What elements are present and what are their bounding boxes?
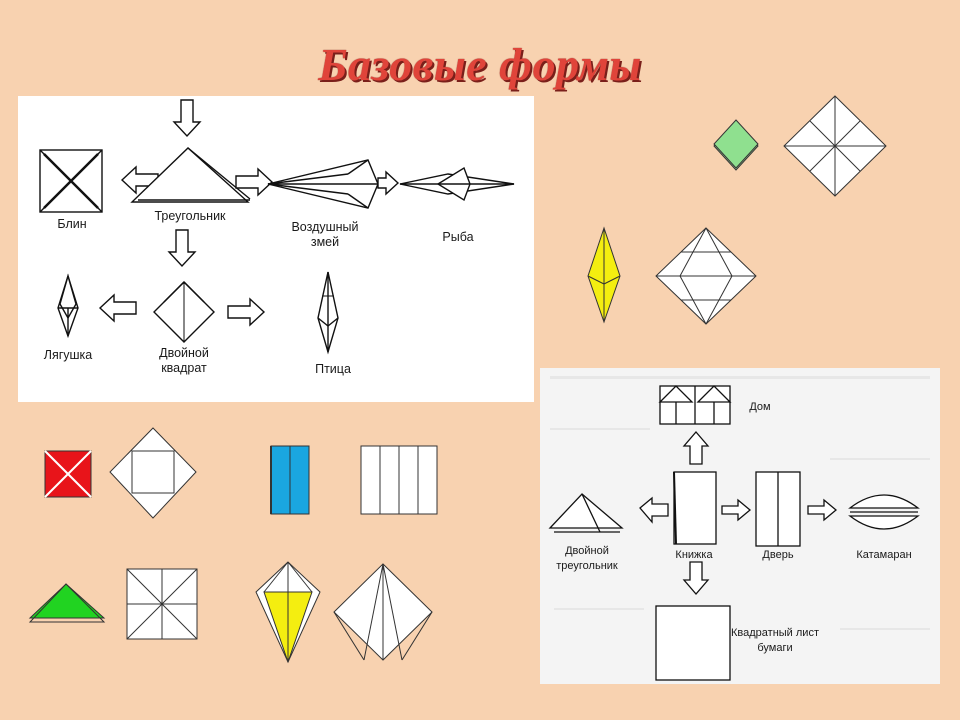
label-knizhka: Книжка bbox=[675, 549, 713, 561]
double-triangle-form bbox=[548, 493, 624, 533]
label-blin: Блин bbox=[57, 217, 87, 231]
blue-book-icon bbox=[270, 445, 310, 515]
label-dvoynoy-kvadrat: Двойной квадрат bbox=[159, 346, 209, 375]
door-form bbox=[755, 471, 801, 547]
square-sheet-form bbox=[655, 605, 731, 681]
arrow-down-icon bbox=[682, 561, 710, 595]
base-forms-diagram bbox=[39, 99, 515, 355]
blin-form bbox=[39, 149, 103, 213]
catamaran-form bbox=[848, 494, 920, 530]
label-vozdushny-zmey: Воздушный змей bbox=[291, 220, 359, 249]
label-ryba: Рыба bbox=[442, 230, 474, 244]
label-treugolnik: Треугольник bbox=[154, 209, 226, 223]
house-form bbox=[658, 385, 732, 425]
label-dver: Дверь bbox=[762, 549, 794, 561]
square-star-pattern bbox=[126, 568, 198, 640]
label-lyagushka: Лягушка bbox=[43, 348, 93, 362]
arrow-right-icon bbox=[721, 498, 752, 522]
bird-crease-pattern bbox=[655, 227, 757, 325]
double-square-form bbox=[153, 281, 215, 343]
fish-form bbox=[399, 166, 515, 202]
label-dvoynoy-treugolnik: Двойной треугольник bbox=[556, 545, 618, 572]
yellow-kite-icon bbox=[255, 561, 321, 664]
book-form bbox=[673, 471, 717, 545]
arrow-right-icon bbox=[377, 170, 400, 196]
rectangle-fold-pattern bbox=[360, 445, 438, 515]
label-ptitsa: Птица bbox=[315, 362, 351, 376]
label-kvadratny-list: Квадратный лист бумаги bbox=[731, 627, 819, 654]
green-square-icon bbox=[713, 119, 759, 171]
triangle-form bbox=[130, 147, 251, 203]
bird-form bbox=[317, 271, 339, 355]
arrow-right-icon bbox=[807, 498, 838, 522]
kite-form bbox=[267, 159, 379, 209]
base-forms-diagram-panel: Блин Треугольник Воздушный змей Рыба Ляг… bbox=[18, 96, 534, 402]
arrow-down-icon bbox=[172, 99, 202, 138]
arrow-left-icon bbox=[98, 293, 137, 323]
arrow-left-icon bbox=[639, 496, 669, 524]
label-dom: Дом bbox=[749, 401, 771, 413]
book-base-diagram-panel: Дом Двойной треугольник Книжка Дверь Кат… bbox=[540, 368, 940, 684]
kite-crease-pattern bbox=[333, 563, 433, 661]
arrow-down-icon bbox=[167, 229, 197, 268]
diamond-crease-pattern bbox=[783, 95, 887, 197]
label-katamaran: Катамаран bbox=[856, 549, 912, 561]
red-square-icon bbox=[44, 450, 92, 498]
arrow-right-icon bbox=[235, 167, 274, 197]
yellow-bird-base-icon bbox=[587, 226, 621, 324]
arrow-up-icon bbox=[682, 431, 710, 465]
square-fold-pattern bbox=[109, 427, 197, 519]
frog-form bbox=[57, 273, 79, 339]
slide-title: Базовые формы bbox=[318, 39, 642, 90]
arrow-right-icon bbox=[227, 297, 266, 327]
green-triangle-icon bbox=[28, 583, 106, 623]
book-base-diagram bbox=[548, 385, 920, 681]
